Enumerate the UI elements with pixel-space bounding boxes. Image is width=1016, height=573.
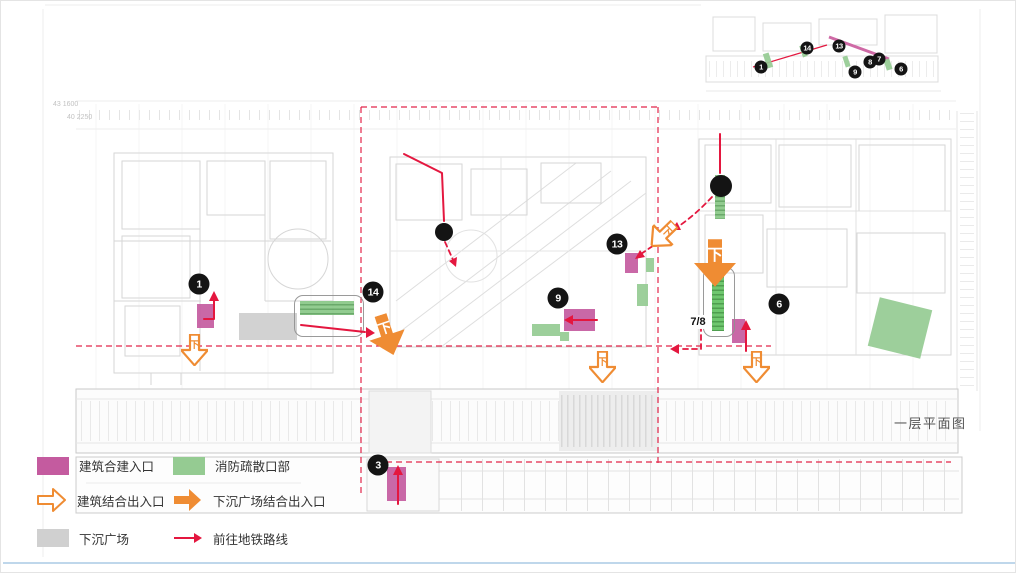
- legend-label: 下沉广场: [79, 532, 130, 547]
- inset-marker-7: 7: [872, 52, 886, 66]
- legend-item-sunken-plaza: 下沉广场: [37, 525, 173, 551]
- plan-marker-13: 13: [606, 233, 628, 255]
- down-arrow-icon: 下: [181, 334, 208, 366]
- svg-text:下: 下: [707, 247, 722, 264]
- inset-marker-9: 9: [848, 65, 862, 79]
- building-exit-arrow: 下: [589, 351, 616, 383]
- inset-marker-14: 14: [800, 41, 814, 55]
- fire-exit-stair: [715, 175, 725, 219]
- fire-exit: [560, 332, 569, 341]
- legend-label: 前往地铁路线: [213, 532, 289, 547]
- building-entrance: [197, 304, 214, 328]
- fire-exit: [646, 258, 654, 272]
- plan-title: 一层平面图: [894, 416, 967, 431]
- svg-text:下: 下: [376, 319, 394, 338]
- orange-solid-arrow-icon: [173, 487, 203, 513]
- plan-marker-6: 6: [768, 293, 790, 315]
- legend-item-metro-route: 前往地铁路线: [173, 525, 326, 551]
- plan-node-dot: [710, 175, 732, 197]
- plan-marker-14: 14: [362, 281, 384, 303]
- green-swatch-icon: [173, 456, 205, 475]
- red-arrow-icon: [173, 525, 203, 551]
- fire-exit: [637, 284, 648, 306]
- stair-outline: [294, 295, 364, 337]
- plan-annotation: 43 1600: [53, 101, 79, 108]
- legend-item-building-joint-entrance: 建筑合建入口: [37, 456, 173, 475]
- legend-item-fire-evacuation-opening: 消防疏散口部: [173, 456, 326, 475]
- escalator-7-8: [712, 273, 724, 331]
- inset-marker-6: 6: [894, 62, 908, 76]
- fire-exit-area: [867, 297, 933, 359]
- stair-pair-label: 7/8: [687, 314, 709, 330]
- legend-item-sunken-plaza-exit: 下沉广场结合出入口: [173, 487, 326, 513]
- plan-annotation: 40 2250: [67, 114, 93, 121]
- legend-label: 消防疏散口部: [215, 460, 291, 474]
- down-arrow-icon: 下: [369, 313, 405, 355]
- plan-marker-9: 9: [547, 287, 569, 309]
- fire-exit-stair: [300, 301, 354, 315]
- fire-exit: [532, 324, 560, 336]
- sunken-plaza-exit-arrow: 下: [362, 309, 411, 361]
- legend-label: 建筑结合出入口: [77, 494, 165, 509]
- plan-marker-1: 1: [188, 273, 210, 295]
- svg-text:下: 下: [752, 356, 762, 368]
- sunken-plaza: [239, 313, 297, 340]
- plan-marker-3: 3: [367, 454, 389, 476]
- building-entrance: [625, 253, 638, 273]
- legend-label: 下沉广场结合出入口: [213, 494, 326, 509]
- inset-marker-1: 1: [754, 60, 768, 74]
- legend-label: 建筑合建入口: [79, 460, 155, 474]
- down-arrow-icon: 下: [589, 351, 616, 383]
- legend: 建筑合建入口 消防疏散口部建筑结合出入口 下沉广场结合出入口下沉广场 前往地铁路线: [37, 456, 326, 551]
- gray-swatch-icon: [37, 529, 69, 547]
- down-arrow-icon: 下: [650, 219, 679, 248]
- orange-outline-arrow-icon: [37, 487, 67, 513]
- plan-node-dot: [435, 223, 453, 241]
- svg-text:下: 下: [190, 339, 200, 351]
- building-entrance: [564, 309, 595, 331]
- inset-fire-exit: [842, 55, 851, 68]
- building-exit-arrow: 下: [181, 334, 208, 366]
- sunken-plaza-exit-arrow: 下: [694, 235, 736, 291]
- down-arrow-icon: 下: [694, 239, 736, 287]
- svg-text:下: 下: [598, 356, 608, 368]
- page-bottom-edge: [3, 562, 1015, 564]
- inset-marker-13: 13: [832, 39, 846, 53]
- building-exit-arrow: 下: [642, 214, 684, 256]
- metro-entrance: [387, 467, 406, 501]
- legend-item-building-combined-exit: 建筑结合出入口: [37, 487, 173, 513]
- building-exit-arrow: 下: [743, 351, 770, 383]
- down-arrow-icon: 下: [743, 351, 770, 383]
- pink-swatch-icon: [37, 456, 69, 475]
